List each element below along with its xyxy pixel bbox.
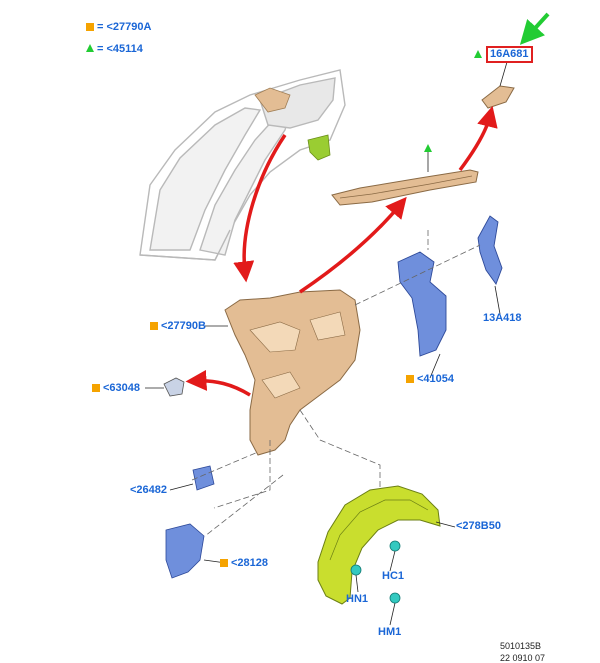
label-bracket-lower[interactable]: <28128 [220,557,268,570]
label-bracket-small[interactable]: <26482 [130,484,168,496]
label-bracket-lower-text: <28128 [231,557,269,569]
assembly-dash-lines [191,230,481,537]
square-marker-icon [220,559,228,567]
inner-panel-41054-shape [397,251,447,357]
square-marker-icon [150,322,158,330]
label-clip-hm1[interactable]: HM1 [378,626,402,638]
clip-hm1-shape [389,592,401,604]
tan-detail-on-body [254,87,291,113]
triangle-marker-top [474,50,482,58]
cross-member-part [331,169,479,206]
label-vent[interactable]: <63048 [92,382,140,395]
clip-hn1-shape [350,564,362,576]
label-quarter-panel[interactable]: <27790B [150,320,206,333]
triangle-marker-crossmember [424,144,432,152]
vent-part [163,377,185,397]
green-pointer-arrow [519,12,550,45]
figure-date-partial: 22 0910 07 [500,653,546,663]
label-reinforcement[interactable]: 13A418 [483,312,522,324]
vehicle-body-outline [139,69,346,261]
label-wheelhouse-liner[interactable]: <278B50 [456,520,501,532]
label-quarter-panel-text: <27790B [161,320,206,332]
leader-lines [145,61,508,626]
wheelhouse-liner-rim [329,499,429,561]
legend-triangle-code: <45114 [106,43,143,55]
quarter-panel-detail [249,311,346,399]
label-clip-hc1[interactable]: HC1 [382,570,405,582]
label-inner-panel[interactable]: <41054 [406,373,454,386]
bracket-28128-shape [165,523,205,579]
cross-member-ridge [339,175,473,199]
green-bracket-on-body [307,134,331,161]
reinforcement-13A418-shape [477,215,503,285]
figure-id: 5010135B [500,641,542,651]
bracket-26482-shape [192,465,215,491]
square-marker-icon [406,375,414,383]
square-marker-icon [92,384,100,392]
label-vent-text: <63048 [103,382,141,394]
part-16A681-shape [481,85,515,109]
legend-square-icon [86,23,94,31]
legend-equals: = [97,21,107,33]
legend-square-row: = <27790A [86,21,151,34]
legend-square-code: <27790A [106,21,152,33]
legend-triangle-row: = <45114 [86,43,143,56]
legend-triangle-icon [86,44,94,52]
label-inner-panel-text: <41054 [417,373,455,385]
wheelhouse-liner-shape [317,485,441,605]
red-flow-arrows [185,105,498,397]
clip-hc1-shape [389,540,401,552]
label-16A681[interactable]: 16A681 [486,46,533,63]
legend-equals: = [97,43,107,55]
label-clip-hn1[interactable]: HN1 [346,593,369,605]
